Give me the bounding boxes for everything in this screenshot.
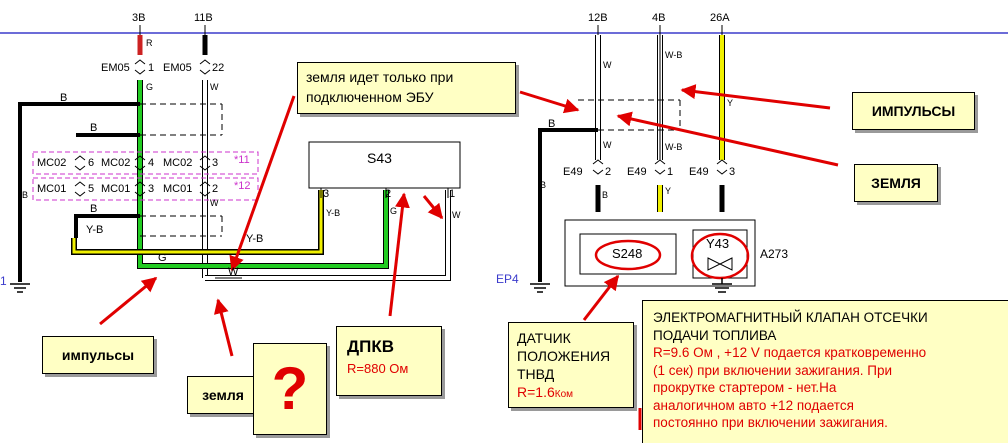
note-12: *12 [234, 180, 251, 192]
arrow-icon [422, 195, 444, 220]
arrow-icon [213, 298, 234, 357]
arrow-icon [99, 276, 158, 326]
s43-pin-2: 2 [385, 188, 392, 200]
color-b: B [602, 190, 609, 200]
color-yb: Y-B [246, 233, 264, 245]
arrow-icon [229, 95, 296, 272]
label-ground-1: 1 [0, 274, 7, 288]
magenta-box-mc02 [32, 151, 259, 175]
top-wire-ticks [139, 25, 723, 35]
callout-pulses-right: ИМПУЛЬСЫ [852, 92, 975, 130]
arrow-icon [388, 192, 410, 317]
connector-mc02-b: MC02 [101, 157, 131, 169]
color-yb: Y-B [86, 224, 104, 236]
color-w: W [603, 60, 612, 70]
color-b: B [90, 122, 98, 134]
connector-em05-2: EM05 [163, 62, 192, 74]
connector-e49-b: E49 [627, 166, 647, 178]
color-b: B [90, 203, 98, 215]
note-11: *11 [234, 154, 250, 166]
color-r: R [146, 38, 153, 48]
component-s248: S248 [612, 246, 643, 261]
s248-highlight [594, 239, 662, 271]
callout-question: ? [253, 343, 327, 435]
diode-icon [707, 257, 733, 271]
color-w: W [228, 266, 239, 278]
color-b: B [548, 118, 556, 130]
connector-mc02-a: MC02 [37, 157, 67, 169]
ground-symbol-icon [10, 283, 30, 293]
connector-e49-c-pin: 3 [729, 166, 736, 178]
s43-pin-3: 3 [323, 188, 330, 200]
connector-mc02-a-pin: 6 [88, 157, 95, 169]
color-wb: W-B [665, 142, 683, 152]
connector-mc01-c: MC01 [163, 183, 193, 195]
callout-pump-position-sensor: ДАТЧИК ПОЛОЖЕНИЯ ТНВД R=1.6Ком [508, 322, 634, 408]
wire-w-horizontal [205, 190, 450, 280]
color-w: W [603, 140, 612, 150]
annotation-arrows [99, 84, 839, 430]
connector-mc02-c: MC02 [163, 157, 193, 169]
s43-pin-1: 1 [449, 188, 456, 200]
component-y43: Y43 [706, 236, 730, 251]
wire-12b-label: 12B [588, 12, 608, 24]
left-wires [10, 35, 451, 293]
arrow-icon [680, 84, 831, 110]
connector-mc02-c-pin: 3 [212, 157, 219, 169]
callout-dpkv: ДПКВ R=880 Ом [336, 326, 442, 396]
color-w: W [210, 82, 219, 92]
component-s43: S43 [367, 150, 392, 166]
color-g: G [158, 252, 167, 264]
color-y: Y [665, 186, 672, 196]
arrow-icon [582, 274, 620, 321]
connector-mc01-a-pin: 5 [88, 183, 95, 195]
component-a273: A273 [760, 247, 789, 261]
ground-symbol-icon [530, 283, 550, 293]
connector-e49-a-pin: 2 [605, 166, 612, 178]
wire-11b-label: 11B [194, 12, 213, 24]
color-y: Y [727, 98, 734, 108]
color-b: B [22, 190, 29, 200]
wire-g-horizontal [138, 190, 388, 268]
color-g: G [146, 82, 154, 92]
arrow-icon [519, 90, 580, 114]
connector-em05-1-pin: 1 [148, 62, 155, 74]
color-w: W [210, 198, 219, 208]
connector-mc01-a: MC01 [37, 183, 67, 195]
callout-pulses-left: импульсы [42, 336, 154, 374]
color-b: B [540, 180, 547, 190]
connector-mc01-b-pin: 3 [148, 183, 155, 195]
callout-fuel-cutoff-valve: ЭЛЕКТРОМАГНИТНЫЙ КЛАПАН ОТСЕЧКИ ПОДАЧИ Т… [642, 300, 1008, 443]
connector-em05-2-pin: 22 [212, 62, 225, 74]
s43-box [308, 141, 461, 189]
color-b: B [60, 92, 68, 104]
y43-highlight [690, 232, 750, 280]
wire-4b-label: 4B [652, 12, 666, 24]
connector-em05-1: EM05 [101, 62, 130, 74]
label-ep4: EP4 [496, 272, 519, 286]
wire-3b-label: 3B [132, 12, 146, 24]
magenta-box-mc01 [32, 177, 259, 201]
wire-yb [72, 190, 323, 254]
a273-frame [564, 219, 756, 287]
color-w: W [452, 210, 461, 220]
connector-e49-a: E49 [563, 166, 583, 178]
connector-e49-b-pin: 1 [667, 166, 674, 178]
connector-e49-c: E49 [689, 166, 709, 178]
color-g: G [390, 206, 398, 216]
callout-ground-right: ЗЕМЛЯ [854, 164, 938, 202]
callout-ground-ecu: земля идет только при подключенном ЭБУ [297, 62, 516, 114]
color-yb: Y-B [326, 208, 341, 218]
color-wb: W-B [665, 50, 683, 60]
connector-mc01-b: MC01 [101, 183, 131, 195]
wire-26a-label: 26A [710, 12, 730, 24]
connector-mc01-c-pin: 2 [212, 183, 219, 195]
connector-mc02-b-pin: 4 [148, 157, 155, 169]
callout-ground-left: земля [187, 376, 259, 414]
arrow-icon [616, 111, 839, 167]
wire-b-main [18, 102, 140, 282]
